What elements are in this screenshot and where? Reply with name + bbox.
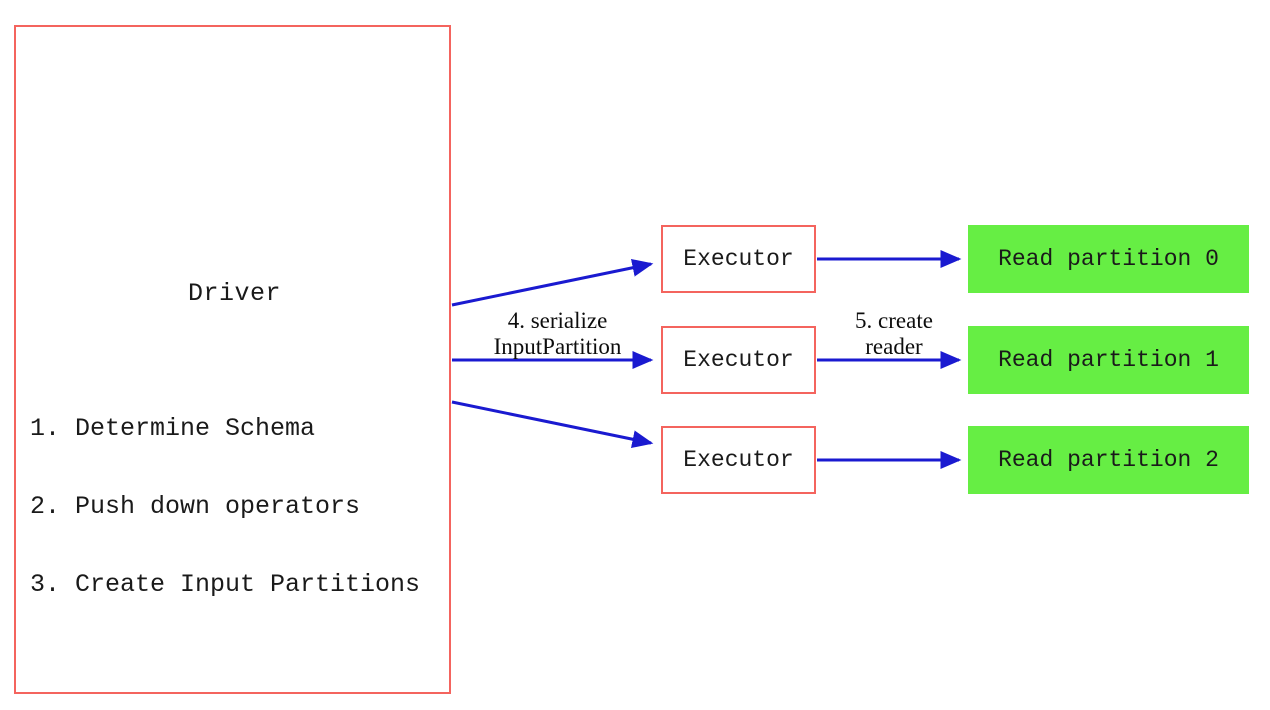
driver-box: Driver 1. Determine Schema 2. Push down … bbox=[14, 25, 451, 694]
read-partition-box-2: Read partition 2 bbox=[968, 426, 1249, 494]
driver-title: Driver bbox=[187, 279, 281, 308]
executor-label-2: Executor bbox=[683, 447, 794, 473]
executor-box-0: Executor bbox=[661, 225, 816, 293]
executor-box-2: Executor bbox=[661, 426, 816, 494]
read-partition-box-1: Read partition 1 bbox=[968, 326, 1249, 394]
driver-step-1: 1. Determine Schema bbox=[30, 414, 316, 443]
executor-box-1: Executor bbox=[661, 326, 816, 394]
read-partition-label-1: Read partition 1 bbox=[998, 347, 1219, 373]
arrow-driver-to-executor-2 bbox=[451, 400, 654, 449]
edge-label-serialize-input-partition: 4. serialize InputPartition bbox=[493, 308, 622, 359]
executor-label-1: Executor bbox=[683, 347, 794, 373]
executor-label-0: Executor bbox=[683, 246, 794, 272]
edge-label-create-reader: 5. create reader bbox=[855, 308, 933, 359]
read-partition-box-0: Read partition 0 bbox=[968, 225, 1249, 293]
driver-step-3: 3. Create Input Partitions bbox=[30, 570, 421, 599]
driver-step-2: 2. Push down operators bbox=[30, 492, 361, 521]
read-partition-label-2: Read partition 2 bbox=[998, 447, 1219, 473]
driver-steps-list: 1. Determine Schema 2. Push down operato… bbox=[30, 364, 420, 650]
read-partition-label-0: Read partition 0 bbox=[998, 246, 1219, 272]
arrow-driver-to-executor-0 bbox=[451, 258, 654, 307]
